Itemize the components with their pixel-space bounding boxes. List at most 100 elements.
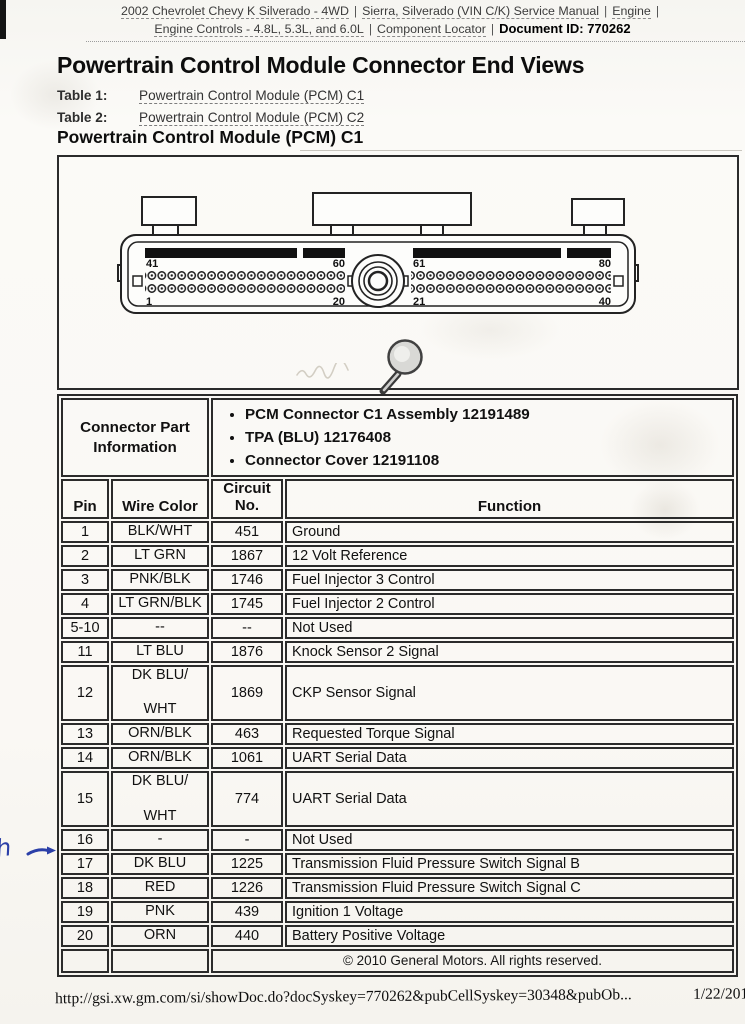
circuit-cell: 440 <box>211 924 283 947</box>
part-info-item: PCM Connector C1 Assembly 12191489 <box>245 406 729 423</box>
wire-color-cell: DK BLU <box>111 852 209 875</box>
toc-link-pcm-c2[interactable]: Powertrain Control Module (PCM) C2 <box>139 110 365 126</box>
pin-cell: 19 <box>61 900 109 923</box>
pin-label-80: 80 <box>599 258 611 270</box>
pcm-c1-pinout-table: Connector Part Information PCM Connector… <box>57 394 738 977</box>
copyright-row: © 2010 General Motors. All rights reserv… <box>61 948 734 973</box>
toc-link-pcm-c1[interactable]: Powertrain Control Module (PCM) C1 <box>139 88 365 104</box>
pin-cell: 3 <box>61 568 109 591</box>
function-cell: Fuel Injector 2 Control <box>285 592 734 615</box>
print-footer: http://gsi.xw.gm.com/si/showDoc.do?docSy… <box>0 985 745 1007</box>
circuit-cell: 1061 <box>211 746 283 769</box>
function-cell: Battery Positive Voltage <box>285 924 734 947</box>
pin-label-40: 40 <box>599 296 611 308</box>
table-header-row: Pin Wire Color Circuit No. Function <box>61 479 734 519</box>
pin-cell: 17 <box>61 852 109 875</box>
circuit-cell: 1746 <box>211 568 283 591</box>
breadcrumb-separator: | <box>353 4 358 18</box>
pin-cell: 16 <box>61 828 109 851</box>
function-cell: Not Used <box>285 828 734 851</box>
wire-color-cell: LT GRN/BLK <box>111 592 209 615</box>
col-header-wire-color: Wire Color <box>111 479 209 519</box>
pcm-connector-c1-diagram: 41 60 1 20 61 80 21 40 <box>117 192 639 314</box>
toc-label-2: Table 2: <box>57 110 108 125</box>
scan-line-artifact <box>300 150 742 151</box>
wire-color-cell: PNK <box>111 900 209 923</box>
circuit-cell: -- <box>211 616 283 639</box>
circuit-cell: 1867 <box>211 544 283 567</box>
pin-cell: 12 <box>61 664 109 721</box>
table-row: 5-10----Not Used <box>61 616 734 639</box>
pin-label-1: 1 <box>146 296 152 308</box>
handwritten-arrow <box>26 846 56 856</box>
col-header-function: Function <box>285 479 734 519</box>
connector-part-info-heading: Connector Part Information <box>61 398 209 477</box>
breadcrumb-separator: | <box>368 22 373 37</box>
pencil-scribble <box>296 363 349 379</box>
function-cell: Ground <box>285 520 734 543</box>
wire-color-cell: ORN <box>111 924 209 947</box>
pin-field-left-bank <box>145 269 345 295</box>
part-info-item: TPA (BLU) 12176408 <box>245 429 729 446</box>
section-heading-pcm-c1: Powertrain Control Module (PCM) C1 <box>57 127 364 147</box>
copyright-notice: © 2010 General Motors. All rights reserv… <box>211 948 734 973</box>
wire-color-cell: LT GRN <box>111 544 209 567</box>
wire-color-cell: BLK/WHT <box>111 520 209 543</box>
pin-label-61: 61 <box>413 258 425 270</box>
function-cell: Not Used <box>285 616 734 639</box>
function-cell: Ignition 1 Voltage <box>285 900 734 923</box>
wire-color-cell: PNK/BLK <box>111 568 209 591</box>
pin-cell: 13 <box>61 722 109 745</box>
breadcrumb-link-engine[interactable]: Engine <box>612 4 651 19</box>
toc-entry-1: Table 1:Powertrain Control Module (PCM) … <box>57 88 365 104</box>
function-cell: UART Serial Data <box>285 746 734 769</box>
circuit-cell: 1876 <box>211 640 283 663</box>
breadcrumb-link-manual[interactable]: Sierra, Silverado (VIN C/K) Service Manu… <box>362 4 600 19</box>
pin-cell: 15 <box>61 770 109 827</box>
pin-cell: 2 <box>61 544 109 567</box>
toc-entry-2: Table 2: Powertrain Control Module (PCM) … <box>57 110 365 126</box>
pin-label-20: 20 <box>333 296 345 308</box>
wire-color-cell: - <box>111 828 209 851</box>
circuit-cell: 1225 <box>211 852 283 875</box>
circuit-cell: 774 <box>211 770 283 827</box>
pin-label-60: 60 <box>333 258 345 270</box>
circuit-cell: 1869 <box>211 664 283 721</box>
function-cell: Fuel Injector 3 Control <box>285 568 734 591</box>
pin-cell: 4 <box>61 592 109 615</box>
connector-part-info-row: Connector Part Information PCM Connector… <box>61 398 734 477</box>
header-divider <box>86 41 745 42</box>
bolt-boss <box>351 254 405 308</box>
table-of-contents: Table 1:Powertrain Control Module (PCM) … <box>57 88 365 132</box>
function-cell: CKP Sensor Signal <box>285 664 734 721</box>
function-cell: Requested Torque Signal <box>285 722 734 745</box>
pin-cell: 20 <box>61 924 109 947</box>
breadcrumb-link-vehicle[interactable]: 2002 Chevrolet Chevy K Silverado - 4WD <box>120 4 349 19</box>
breadcrumb-line-2: Engine Controls - 4.8L, 5.3L, and 6.0L | C… <box>40 20 745 38</box>
breadcrumb-link-component-locator[interactable]: Component Locator <box>377 22 486 38</box>
part-info-item: Connector Cover 12191108 <box>245 452 729 469</box>
table-row: 16--Not Used <box>61 828 734 851</box>
circuit-cell: 1745 <box>211 592 283 615</box>
breadcrumb-separator: | <box>490 22 495 37</box>
breadcrumb-separator: | <box>604 4 608 18</box>
magnifier-icon[interactable] <box>375 337 423 395</box>
footer-url: http://gsi.xw.gm.com/si/showDoc.do?docSy… <box>55 986 632 1008</box>
pin-cell: 18 <box>61 876 109 899</box>
document-id: Document ID: 770262 <box>499 21 631 37</box>
breadcrumb-link-engine-controls[interactable]: Engine Controls - 4.8L, 5.3L, and 6.0L <box>154 22 364 38</box>
circuit-cell: 1226 <box>211 876 283 899</box>
pin-cell: 11 <box>61 640 109 663</box>
wire-color-cell: ORN/BLK <box>111 722 209 745</box>
breadcrumb-separator: | <box>655 4 660 18</box>
